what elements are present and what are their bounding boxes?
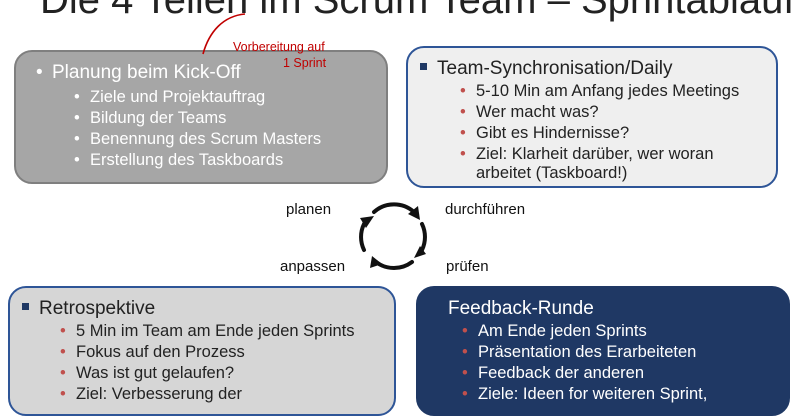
sync-item: •5-10 Min am Anfang jedes Meetings xyxy=(460,82,740,100)
sync-heading: Team-Synchronisation/Daily xyxy=(420,58,673,80)
retro-item: •Was ist gut gelaufen? xyxy=(60,364,235,382)
note-line-2: 1 Sprint xyxy=(283,56,327,70)
page-title: Die 4 Teilen im Scrum Team – Sprintablau… xyxy=(40,0,795,22)
planning-item: •Bildung der Teams xyxy=(74,109,227,127)
feedback-item: •Am Ende jeden Sprints xyxy=(462,322,647,340)
feedback-heading: Feedback-Runde xyxy=(448,298,594,319)
planning-item: •Erstellung des Taskboards xyxy=(74,151,284,169)
retro-box: Retrospektive •5 Min im Team am Ende jed… xyxy=(8,286,396,416)
note-annotation-curve xyxy=(202,13,246,55)
feedback-item: •Feedback der anderen xyxy=(462,364,645,382)
sync-item: •Gibt es Hindernisse? xyxy=(460,124,630,142)
sync-item: •Wer macht was? xyxy=(460,103,599,121)
cycle-label-anpassen: anpassen xyxy=(280,258,346,275)
sync-item-continued: arbeitet (Taskboard!) xyxy=(476,164,628,182)
retro-item: •Ziel: Verbesserung der xyxy=(60,385,243,403)
planning-box: •Planung beim Kick-Off •Ziele und Projek… xyxy=(14,50,388,184)
retro-item: •5 Min im Team am Ende jeden Sprints xyxy=(60,322,355,340)
planning-item: •Ziele und Projektauftrag xyxy=(74,88,266,106)
retro-item: •Fokus auf den Prozess xyxy=(60,343,245,361)
retro-heading: Retrospektive xyxy=(22,298,155,320)
note-line-1: Vorbereitung auf xyxy=(233,40,325,54)
square-bullet-icon xyxy=(22,303,29,311)
sync-box: Team-Synchronisation/Daily •5-10 Min am … xyxy=(406,46,778,188)
feedback-box: Feedback-Runde •Am Ende jeden Sprints •P… xyxy=(416,286,790,416)
cycle-label-durchfuehren: durchführen xyxy=(445,201,526,218)
sync-item: •Ziel: Klarheit darüber, wer woran xyxy=(460,145,714,163)
feedback-item: •Präsentation des Erarbeiteten xyxy=(462,343,697,361)
planning-heading: •Planung beim Kick-Off xyxy=(36,62,241,83)
planning-item: •Benennung des Scrum Masters xyxy=(74,130,322,148)
cycle-arrows-icon xyxy=(359,202,427,270)
feedback-item: •Ziele: Ideen for weiteren Sprint, xyxy=(462,385,708,403)
square-bullet-icon xyxy=(420,63,427,71)
cycle-label-pruefen: prüfen xyxy=(446,258,489,275)
cycle-label-planen: planen xyxy=(286,201,332,218)
